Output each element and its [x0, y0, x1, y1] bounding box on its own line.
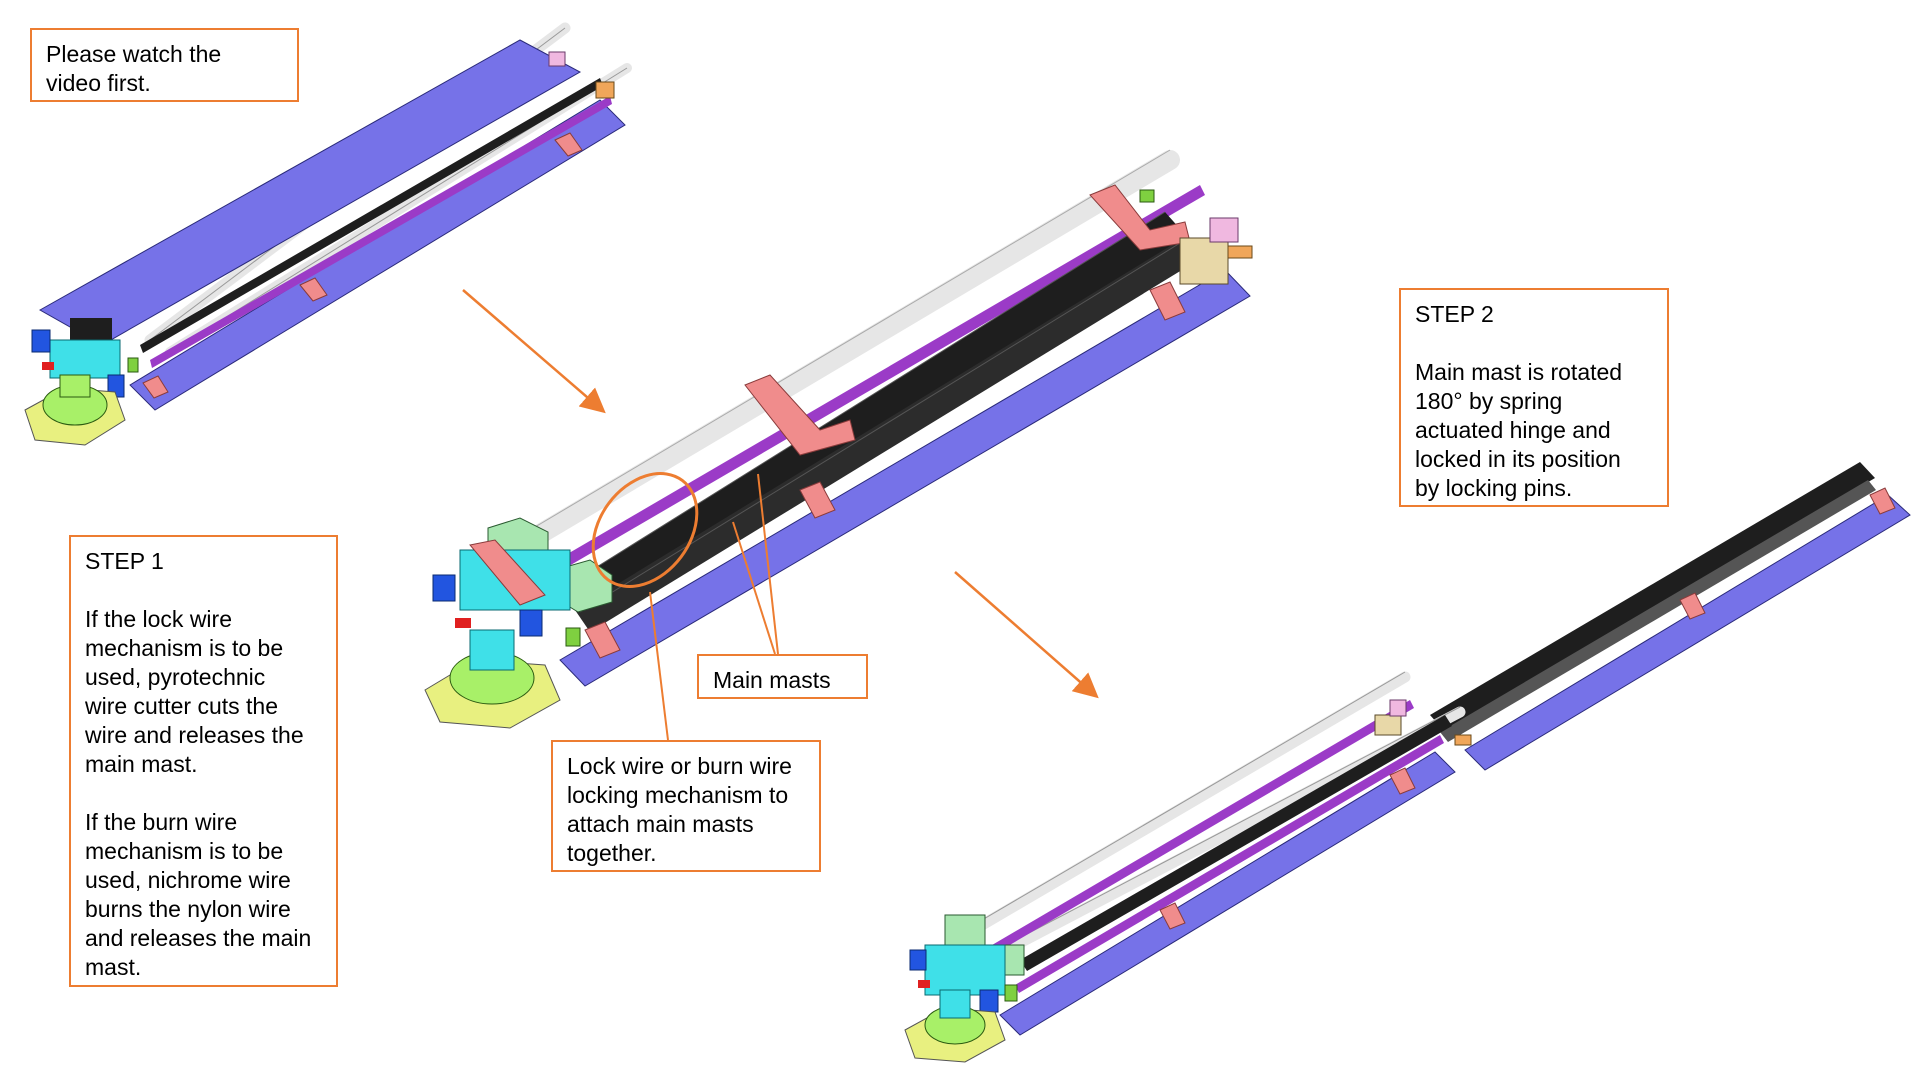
lock-mechanism-highlight: [591, 472, 699, 588]
strap-clamp: [1089, 184, 1191, 251]
white-rod: [520, 150, 1180, 550]
deployed-assembly: [904, 462, 1911, 1063]
end-fitting: [1374, 714, 1402, 736]
process-arrow: [462, 289, 606, 414]
exposed-masts-assembly: [424, 149, 1253, 729]
bracket: [554, 132, 583, 157]
leader-line: [732, 521, 776, 655]
bracket: [1389, 767, 1416, 795]
bracket: [1869, 487, 1896, 515]
main-masts-label: Main masts: [697, 654, 868, 699]
motor: [909, 949, 927, 971]
main-mast: [1430, 462, 1875, 732]
bracket: [799, 481, 836, 519]
hinge: [49, 339, 121, 379]
base-plate: [559, 269, 1251, 687]
motor: [979, 989, 999, 1013]
bracket: [1159, 902, 1186, 930]
step-1-description: STEP 1 If the lock wire mechanism is to …: [69, 535, 338, 987]
stowed-assembly: [24, 22, 632, 446]
main-mast: [1020, 715, 1452, 971]
purple-strap: [1015, 735, 1444, 993]
strap-clamp: [469, 539, 546, 606]
process-arrow: [954, 571, 1099, 699]
leader-line: [757, 473, 779, 655]
purple-strap: [540, 185, 1205, 580]
bracket: [1149, 281, 1186, 321]
watch-video-note: Please watch the video first.: [30, 28, 299, 102]
motor: [31, 329, 51, 353]
end-fitting: [1179, 237, 1229, 285]
bracket: [1679, 592, 1706, 620]
hinge: [924, 944, 1006, 996]
base-plate: [999, 751, 1456, 1036]
bracket: [142, 375, 169, 399]
white-rod: [959, 671, 1411, 941]
step-2-description: STEP 2 Main mast is rotated 180° by spri…: [1399, 288, 1669, 507]
base-plate: [1464, 494, 1911, 771]
leader-line: [649, 591, 669, 741]
main-mast: [560, 212, 1190, 618]
purple-strap: [975, 700, 1414, 963]
strap-clamp: [744, 374, 856, 456]
motor: [432, 574, 456, 602]
main-mast: [575, 240, 1195, 632]
purple-strap: [150, 96, 612, 368]
bracket: [299, 277, 328, 302]
lock-mechanism-label: Lock wire or burn wire locking mechanism…: [551, 740, 821, 872]
motor: [519, 609, 543, 637]
bracket: [584, 621, 621, 659]
black-mast-edge: [140, 78, 603, 353]
